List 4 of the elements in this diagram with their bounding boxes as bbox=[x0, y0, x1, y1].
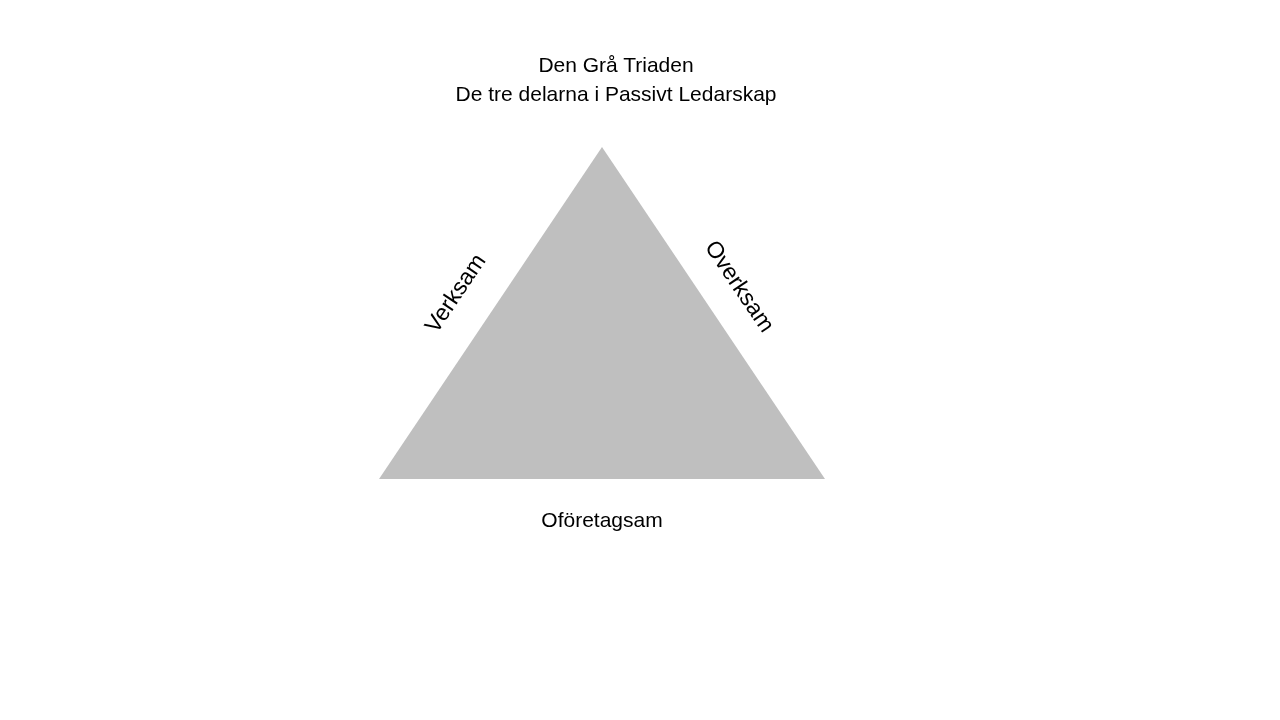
title: Den Grå Triaden bbox=[538, 52, 694, 78]
side-label: Oföretagsam bbox=[541, 507, 663, 533]
subtitle: De tre delarna i Passivt Ledarskap bbox=[455, 81, 777, 107]
triangle-shape bbox=[379, 147, 825, 479]
